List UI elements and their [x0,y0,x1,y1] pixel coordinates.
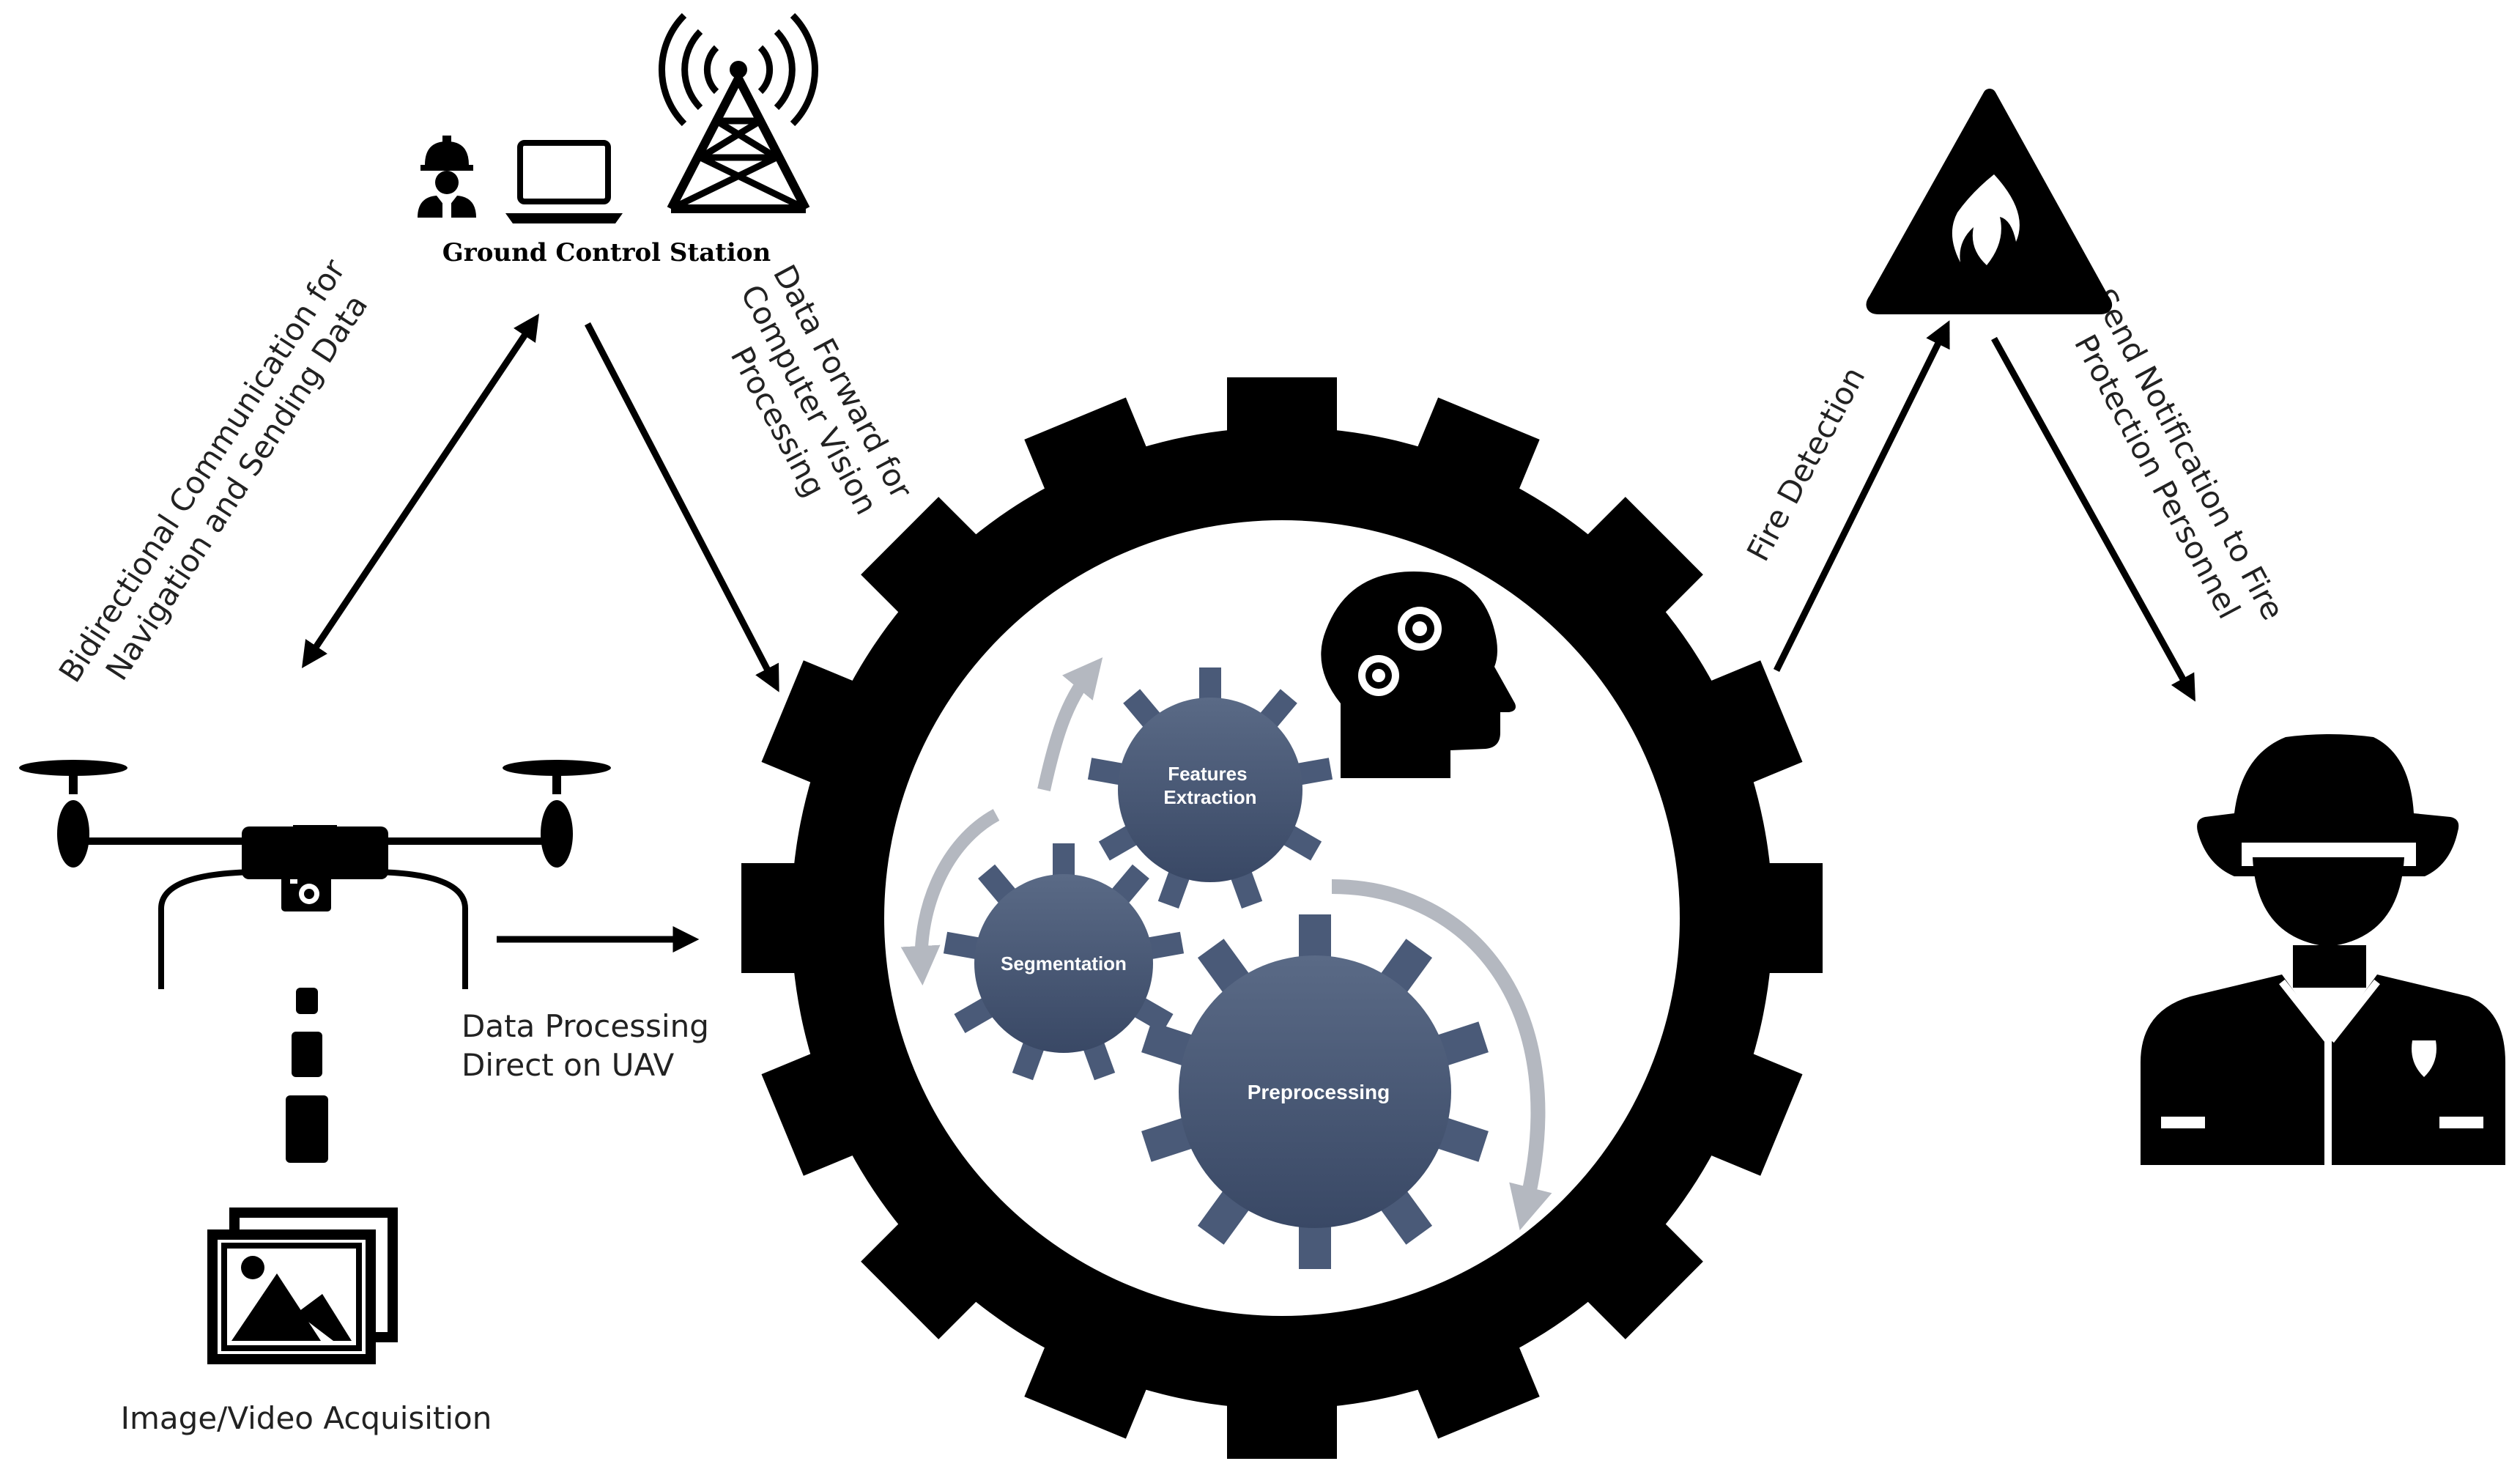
bidirectional-arrow [301,314,540,668]
gear-tooth [761,1046,870,1176]
gear-tooth [1024,1330,1154,1439]
worker-icon [418,136,476,218]
gear-tooth [1574,1210,1703,1339]
badge-icon [2412,1040,2436,1077]
gear-tooth [1141,1021,1198,1068]
image-gallery-icon [207,1208,398,1364]
gear-tooth [1694,1046,1803,1176]
features-gear-line-1: Features [1168,763,1247,785]
gear-tooth [1024,397,1154,506]
features-gear-label: Features Extraction [1163,763,1256,808]
gear-tooth [1432,1021,1489,1068]
process-cycle-arrows [900,657,1552,1231]
image-acquisition-label: Image/Video Acquisition [121,1400,492,1436]
firefighter-icon [2141,734,2505,1165]
gear-tooth [1574,497,1703,626]
gear-tooth [1141,1116,1198,1162]
gear-tooth [761,660,870,790]
cycle-arrow-left [900,809,1000,985]
bidirectional-line-1: Bidirectional Communication for [52,252,352,688]
gear-tooth [861,497,990,626]
data-processing-line-2: Direct on UAV [462,1047,675,1083]
data-stream-icon [286,988,328,1163]
features-gear-line-2: Extraction [1163,786,1256,808]
gear-tooth [1432,1116,1489,1162]
bidirectional-label: Bidirectional Communication for Navigati… [52,245,390,709]
ground-control-title: Ground Control Station [442,238,771,267]
outer-gear [741,377,1823,1459]
gear-tooth [1410,1330,1540,1439]
camera-icon [281,873,331,911]
gear-tooth [1410,397,1540,506]
preprocessing-gear-label: Preprocessing [1248,1081,1390,1103]
cycle-arrow-top [1037,657,1103,791]
gear-tooth [1142,931,1185,961]
antenna-tower-icon [658,12,819,213]
flame-icon [1952,174,2020,265]
preprocessing-gear [1141,914,1489,1269]
drone-icon [19,760,611,989]
gear-tooth [861,1210,990,1339]
fire-warning-icon [1866,89,2113,314]
segmentation-gear [943,843,1185,1081]
data-forward-label: Data Forward for Computer Vision Process… [699,259,924,549]
laptop-icon [505,140,623,223]
fire-detection-arrow [1773,320,1950,672]
segmentation-gear-label: Segmentation [1001,953,1127,975]
brain-gears-icon [1321,572,1516,778]
gear-tooth [943,931,985,961]
gear-tooth [1299,914,1331,963]
data-processing-line-1: Data Processing [462,1008,709,1044]
data-forward-arrow [585,322,779,692]
cycle-arrow-right [1331,879,1552,1231]
data-processing-label: Data Processing Direct on UAV [462,1008,719,1083]
notification-arrow [1991,336,2195,702]
fire-detection-label: Fire Detection [1740,361,1872,567]
features-extraction-gear [1087,667,1333,909]
gear-tooth [1694,660,1803,790]
send-notification-line-1: Send Notification to Fire [2086,283,2291,626]
gear-tooth [1299,1221,1331,1269]
send-notification-label: Send Notification to Fire Protection Per… [2053,283,2296,652]
